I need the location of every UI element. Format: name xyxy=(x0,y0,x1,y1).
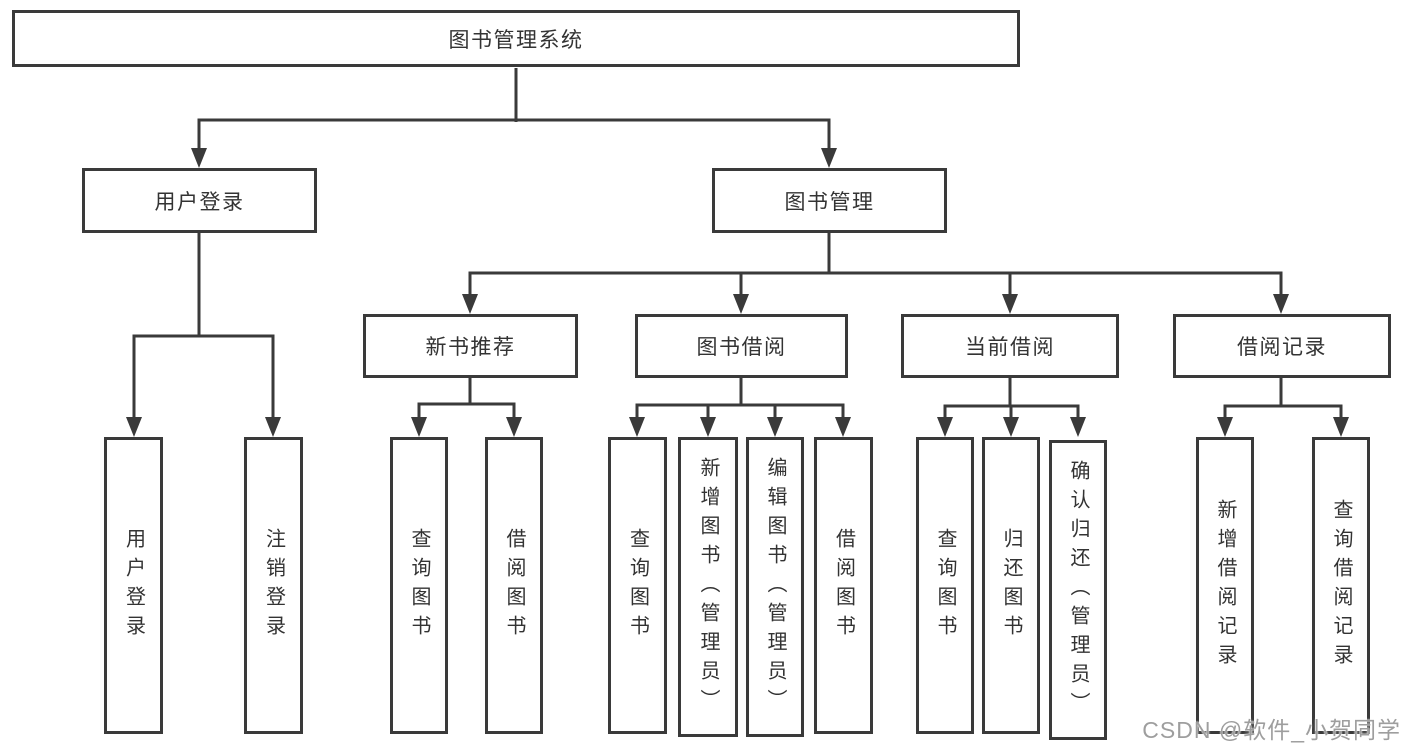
node-label: 借阅记录 xyxy=(1237,336,1327,359)
leaf-label: 编辑图书（管理员） xyxy=(764,456,786,718)
leaf-nbr-borrow-books: 借阅图书 xyxy=(485,437,543,734)
leaf-bb-edit-books-admin: 编辑图书（管理员） xyxy=(746,437,804,737)
node-borrowing-records: 借阅记录 xyxy=(1173,314,1391,378)
leaf-label: 查询借阅记录 xyxy=(1330,498,1352,673)
node-book-management: 图书管理 xyxy=(712,168,947,233)
node-label: 用户登录 xyxy=(154,190,245,214)
leaf-label: 新增借阅记录 xyxy=(1214,498,1236,673)
node-current-borrowing: 当前借阅 xyxy=(901,314,1119,378)
leaf-cb-query-books: 查询图书 xyxy=(916,437,974,734)
leaf-label: 确认归还（管理员） xyxy=(1067,459,1089,721)
node-book-borrowing: 图书借阅 xyxy=(635,314,848,378)
arrowheads xyxy=(126,148,1349,437)
node-root: 图书管理系统 xyxy=(12,10,1020,67)
leaf-bb-add-books-admin: 新增图书（管理员） xyxy=(678,437,738,737)
node-label: 当前借阅 xyxy=(965,336,1055,359)
leaf-label: 借阅图书 xyxy=(503,527,525,644)
leaf-cb-return-books: 归还图书 xyxy=(982,437,1040,734)
node-user-login: 用户登录 xyxy=(82,168,317,233)
leaf-label: 查询图书 xyxy=(934,527,956,644)
node-label: 图书管理 xyxy=(784,190,875,214)
node-label: 图书管理系统 xyxy=(448,28,584,52)
leaf-br-query-borrow-record: 查询借阅记录 xyxy=(1312,437,1370,734)
node-label: 新书推荐 xyxy=(425,336,516,359)
leaf-label: 借阅图书 xyxy=(832,527,855,644)
leaf-bb-query-books: 查询图书 xyxy=(608,437,667,734)
node-label: 图书借阅 xyxy=(696,336,787,359)
leaf-label: 查询图书 xyxy=(626,527,649,644)
leaf-logout: 注销登录 xyxy=(244,437,303,734)
leaf-br-add-borrow-record: 新增借阅记录 xyxy=(1196,437,1254,734)
leaf-cb-confirm-return-admin: 确认归还（管理员） xyxy=(1049,440,1107,740)
leaf-user-login: 用户登录 xyxy=(104,437,163,734)
leaf-label: 新增图书（管理员） xyxy=(697,456,719,718)
leaf-nbr-query-books: 查询图书 xyxy=(390,437,448,734)
leaf-label: 归还图书 xyxy=(1000,527,1022,644)
node-new-book-recommend: 新书推荐 xyxy=(363,314,578,378)
leaf-label: 注销登录 xyxy=(262,527,285,644)
leaf-label: 用户登录 xyxy=(122,527,145,644)
leaf-label: 查询图书 xyxy=(408,527,430,644)
leaf-bb-borrow-books: 借阅图书 xyxy=(814,437,873,734)
csdn-watermark: CSDN @软件_小贺同学 xyxy=(1142,717,1401,743)
